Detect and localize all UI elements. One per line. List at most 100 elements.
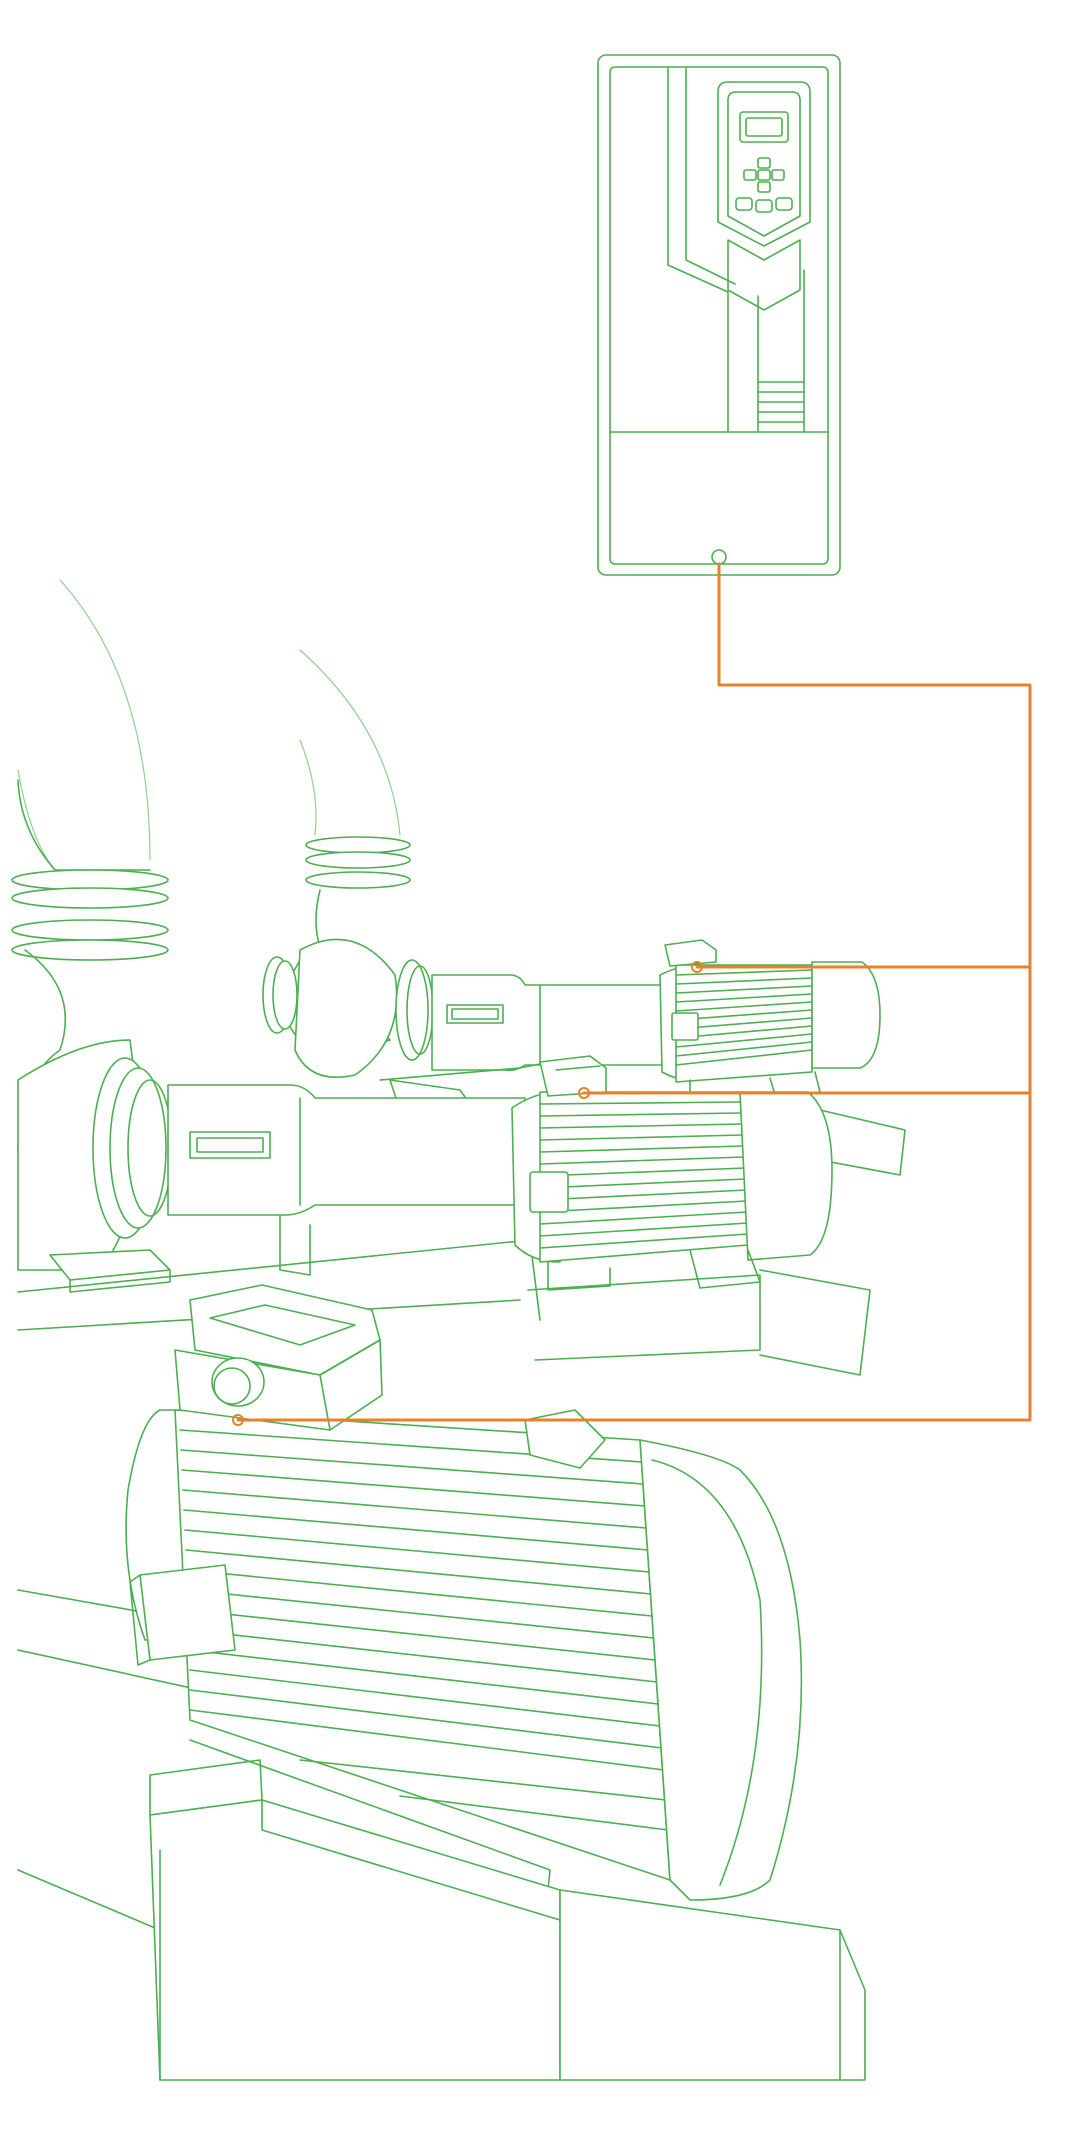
motor1-fins [539,1101,749,1249]
motor2-fin [675,1041,813,1057]
keypad-btn-b [755,199,773,213]
motor2-fin [675,1049,813,1066]
left-flange-4 [11,939,169,961]
keypad-btn-c [775,197,793,211]
motor0-junction-box-side [129,1574,151,1666]
pump2-nameplate-inner [451,1008,499,1020]
motor0-terminal-box-lid [209,1304,356,1346]
motor2-fin [675,1033,813,1048]
motor0-fin [189,1709,665,1771]
pump1-flange-ring [109,1067,167,1229]
pump2-outlet-flange [395,959,429,1061]
motor0-fin [180,1449,644,1485]
pump1-nameplate [189,1131,271,1159]
motor0-fin [183,1509,649,1551]
motor0-cable-gland-inner [213,1367,251,1405]
motor1-fin [539,1101,741,1105]
pump2-flange-b [272,960,298,1030]
motor0-fin [187,1589,655,1639]
motor2-fin [675,977,813,985]
pump2-nameplate [446,1004,504,1024]
motor1-fin [539,1189,747,1201]
motor1-fin [539,1123,743,1129]
left-flange-3 [11,919,169,941]
pump2-casing [294,938,398,1079]
motor2-fin [675,969,813,976]
motor2-fin [675,993,813,1003]
mid-flange-3 [305,871,411,889]
motor1-base-rail [527,1274,761,1361]
motor0-fin [299,1759,667,1801]
motor0-junction-box [139,1564,236,1661]
motor0-fin [188,1629,658,1683]
motor2-fin [675,985,813,994]
motor1-fin [539,1233,749,1249]
wire-terminal-motor0 [232,1414,244,1426]
motor1-fin [539,1167,746,1177]
keypad-btn-down [757,181,771,193]
centrifugal-pump-icon [17,1039,541,1331]
motor1-rail-right [759,1269,871,1376]
motor0-lifting-lug [524,1409,606,1469]
motor1-feet [547,1249,761,1291]
motor0-foot-rail [189,1739,551,1891]
motor1-terminal-box-edge [555,1065,601,1071]
motor0-fan-cover [639,1439,803,1901]
motor0-base-step [261,1799,561,1921]
motor1-fin [539,1178,746,1189]
keypad-display [739,111,789,143]
motor2-junction-box [671,1012,699,1041]
motor1-fin [539,1156,745,1165]
motor0-fin [189,1669,661,1727]
pipework [11,579,411,1271]
motor1-junction-box [529,1171,569,1213]
vfd-drive-icon [597,54,841,576]
vfd-vents [757,269,805,433]
vfd-front-panel [667,66,729,433]
pump1-nameplate-inner [196,1137,264,1153]
motor0-fan-cover-rim [651,1459,763,1886]
motor1-fin [539,1211,748,1225]
keypad-lower-shield [727,239,801,311]
vfd-front-panel-inner [685,66,736,285]
motor1-fin [539,1112,742,1117]
mid-flange-2 [305,851,411,869]
keypad-icon [717,81,811,311]
keypad-btn-up [757,157,771,169]
motor2-fan-cover [811,961,881,1069]
electric-motor-icon [17,1284,866,2081]
left-pipe-body [17,779,151,871]
pump1-bracket [279,1214,311,1276]
mid-flange-1 [305,836,411,854]
motor2-rail [819,1109,906,1176]
motor0-fin [185,1549,652,1595]
keypad-btn-a [735,197,753,211]
motor1-fin [539,1222,749,1237]
keypad-btn-left [743,169,757,181]
motor1-fan-cover [739,1091,833,1261]
motor0-base-right [559,1889,866,2081]
motor2-fin [675,1001,813,1012]
motor0-fin [399,1795,669,1831]
motor0-fin [186,1569,653,1617]
motor1-fin [539,1200,748,1213]
pump1-foot [49,1249,171,1281]
motor0-fins [179,1429,669,1831]
centrifugal-pump-icon [262,938,671,1111]
left-pipe-inner [17,769,56,871]
left-pipe-outline [59,579,151,861]
motor2-terminal-box [664,939,717,967]
keypad-display-inner [745,117,783,137]
left-flange-1 [11,869,169,891]
motor1-terminal-box [539,1055,607,1097]
electric-motor-icon [511,1055,871,1376]
wire-drive-down [717,562,1032,1422]
electric-motor-icon [659,939,906,1176]
motor0-base-block [149,1799,561,2081]
keypad-btn-center [757,169,771,181]
control-wiring [232,562,1032,1426]
motor0-fin [187,1609,656,1661]
motor0-fin [188,1649,659,1705]
motor0-terminal-box-side [319,1339,383,1431]
